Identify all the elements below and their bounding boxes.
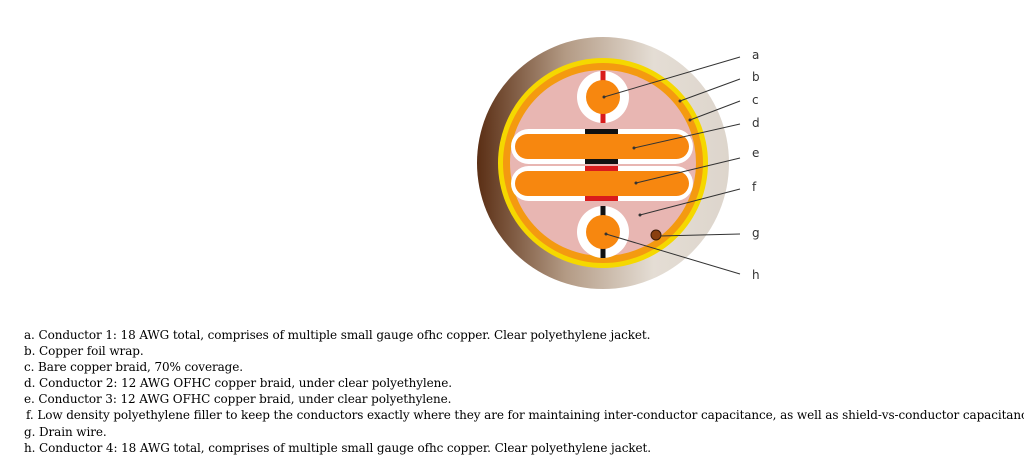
- legend-item-h: h. Conductor 4: 18 AWG total, comprises …: [24, 440, 651, 455]
- legend-item-g: g. Drain wire.: [24, 424, 107, 439]
- callout-letter-f: f: [752, 180, 757, 194]
- conductor-3: [511, 166, 693, 201]
- conductor-2: [511, 129, 693, 164]
- drain-wire: [650, 229, 662, 241]
- callout-letter-b: b: [752, 70, 760, 84]
- legend-item-e: e. Conductor 3: 12 AWG OFHC copper braid…: [24, 392, 452, 407]
- legend-item-a: a. Conductor 1: 18 AWG total, comprises …: [24, 328, 651, 342]
- legend-item-b: b. Copper foil wrap.: [24, 344, 144, 359]
- callout-letter-e: e: [752, 146, 759, 160]
- legend-list: a. Conductor 1: 18 AWG total, comprises …: [24, 327, 1024, 456]
- conductor-4: [577, 206, 629, 258]
- callout-letter-a: a: [752, 48, 759, 62]
- callout-letter-c: c: [752, 93, 759, 107]
- leader-line-d: [633, 123, 741, 149]
- callout-letter-d: d: [752, 116, 760, 130]
- callout-letter-h: h: [752, 268, 760, 282]
- leader-line-a: [603, 56, 741, 98]
- legend-item-d: d. Conductor 2: 12 AWG OFHC copper braid…: [24, 376, 452, 391]
- callout-letter-g: g: [752, 226, 760, 240]
- cable-cross-section-diagram: a b c d e f g h: [477, 37, 760, 289]
- leader-line-c: [689, 100, 741, 121]
- legend-item-c: c. Bare copper braid, 70% coverage.: [24, 360, 243, 375]
- legend-item-f: f. Low density polyethylene filler to ke…: [26, 408, 1024, 423]
- leader-line-g: [659, 233, 741, 237]
- leader-line-f: [639, 188, 741, 216]
- leader-line-h: [605, 233, 741, 275]
- leader-line-e: [635, 157, 741, 184]
- leader-line-b: [679, 78, 741, 102]
